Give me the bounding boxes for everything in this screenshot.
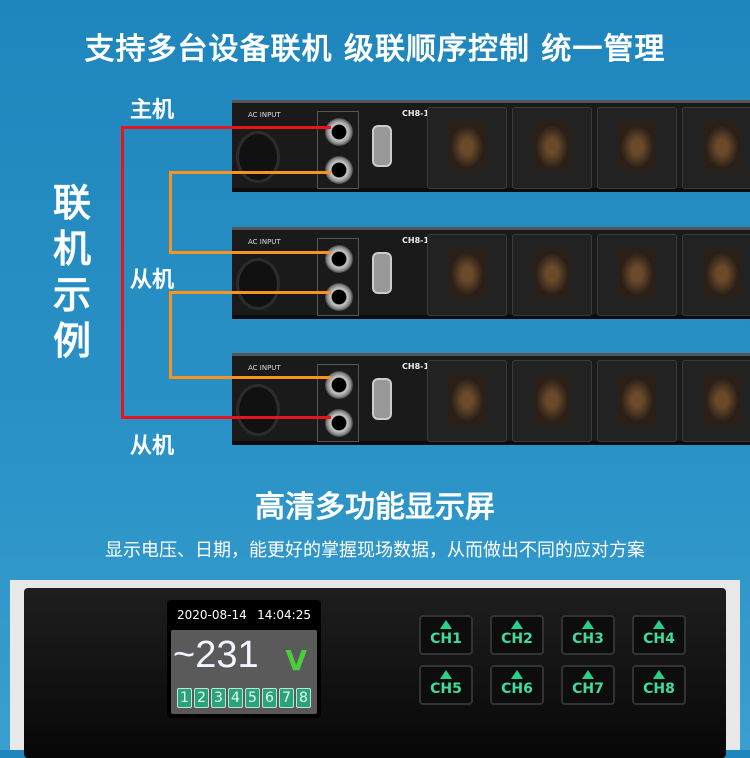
power-socket xyxy=(427,107,507,189)
pdu-panel-slave-2: AC INPUT CH8-1 xyxy=(232,353,750,445)
power-inlet xyxy=(236,131,280,183)
power-socket xyxy=(597,360,677,442)
link-in-jack xyxy=(325,118,353,146)
up-triangle-icon xyxy=(440,670,452,679)
channel-indicator: 2 xyxy=(194,688,209,708)
link-in-jack xyxy=(325,371,353,399)
power-socket xyxy=(682,360,750,442)
channel-label: CH8-1 xyxy=(402,362,430,371)
link-out-jack xyxy=(325,156,353,184)
ac-input-label: AC INPUT xyxy=(248,364,281,372)
master-cable xyxy=(121,416,331,419)
slave-label: 从机 xyxy=(130,434,175,459)
cascade-cable xyxy=(169,171,331,174)
master-cable xyxy=(121,126,331,129)
master-label: 主机 xyxy=(130,98,175,123)
power-socket xyxy=(682,234,750,316)
rs232-port xyxy=(372,378,392,420)
ch7-button[interactable]: CH7 xyxy=(561,665,615,705)
display-description: 显示电压、日期，能更好的掌握现场数据，从而做出不同的应对方案 xyxy=(105,540,645,561)
power-socket xyxy=(512,107,592,189)
power-inlet xyxy=(236,258,280,310)
channel-indicator: 8 xyxy=(296,688,311,708)
slave-label: 从机 xyxy=(130,268,175,293)
power-socket xyxy=(427,360,507,442)
power-socket xyxy=(597,234,677,316)
link-out-jack xyxy=(325,409,353,437)
power-socket xyxy=(512,234,592,316)
up-triangle-icon xyxy=(653,620,665,629)
master-cable xyxy=(121,126,124,419)
channel-indicator: 3 xyxy=(211,688,226,708)
ch4-button[interactable]: CH4 xyxy=(632,615,686,655)
link-in-jack xyxy=(325,245,353,273)
ch5-button[interactable]: CH5 xyxy=(419,665,473,705)
up-triangle-icon xyxy=(582,620,594,629)
channel-indicator: 4 xyxy=(228,688,243,708)
ch8-button[interactable]: CH8 xyxy=(632,665,686,705)
ch1-button[interactable]: CH1 xyxy=(419,615,473,655)
ac-input-label: AC INPUT xyxy=(248,238,281,246)
voltage-readout: ~231 xyxy=(173,634,259,676)
power-inlet xyxy=(236,384,280,436)
headline: 支持多台设备联机 级联顺序控制 统一管理 xyxy=(84,32,666,67)
ch6-button[interactable]: CH6 xyxy=(490,665,544,705)
ch2-button[interactable]: CH2 xyxy=(490,615,544,655)
power-socket xyxy=(597,107,677,189)
cascade-cable xyxy=(169,291,331,294)
up-triangle-icon xyxy=(440,620,452,629)
ch3-button[interactable]: CH3 xyxy=(561,615,615,655)
up-triangle-icon xyxy=(653,670,665,679)
up-triangle-icon xyxy=(511,620,523,629)
power-socket xyxy=(682,107,750,189)
power-socket xyxy=(427,234,507,316)
pdu-panel-slave-1: AC INPUT CH8-1 xyxy=(232,227,750,319)
channel-indicator: 6 xyxy=(262,688,277,708)
cascade-cable xyxy=(169,376,331,379)
display-heading: 高清多功能显示屏 xyxy=(255,490,495,525)
vertical-label: 联机示例 xyxy=(52,181,91,363)
channel-indicator: 7 xyxy=(279,688,294,708)
up-triangle-icon xyxy=(511,670,523,679)
rs232-port xyxy=(372,125,392,167)
cascade-cable xyxy=(169,251,331,254)
channel-label: CH8-1 xyxy=(402,236,430,245)
rs232-port xyxy=(372,252,392,294)
pdu-panel-master: AC INPUT CH8-1 xyxy=(232,100,750,192)
date: 2020-08-14 xyxy=(177,608,247,622)
voltage-unit: V xyxy=(285,644,307,677)
channel-label: CH8-1 xyxy=(402,109,430,118)
channel-indicator: 5 xyxy=(245,688,260,708)
channel-indicator: 1 xyxy=(177,688,192,708)
ac-input-label: AC INPUT xyxy=(248,111,281,119)
cascade-cable xyxy=(169,291,172,379)
up-triangle-icon xyxy=(582,670,594,679)
link-out-jack xyxy=(325,283,353,311)
time: 14:04:25 xyxy=(257,608,311,622)
power-socket xyxy=(512,360,592,442)
cascade-cable xyxy=(169,171,172,254)
